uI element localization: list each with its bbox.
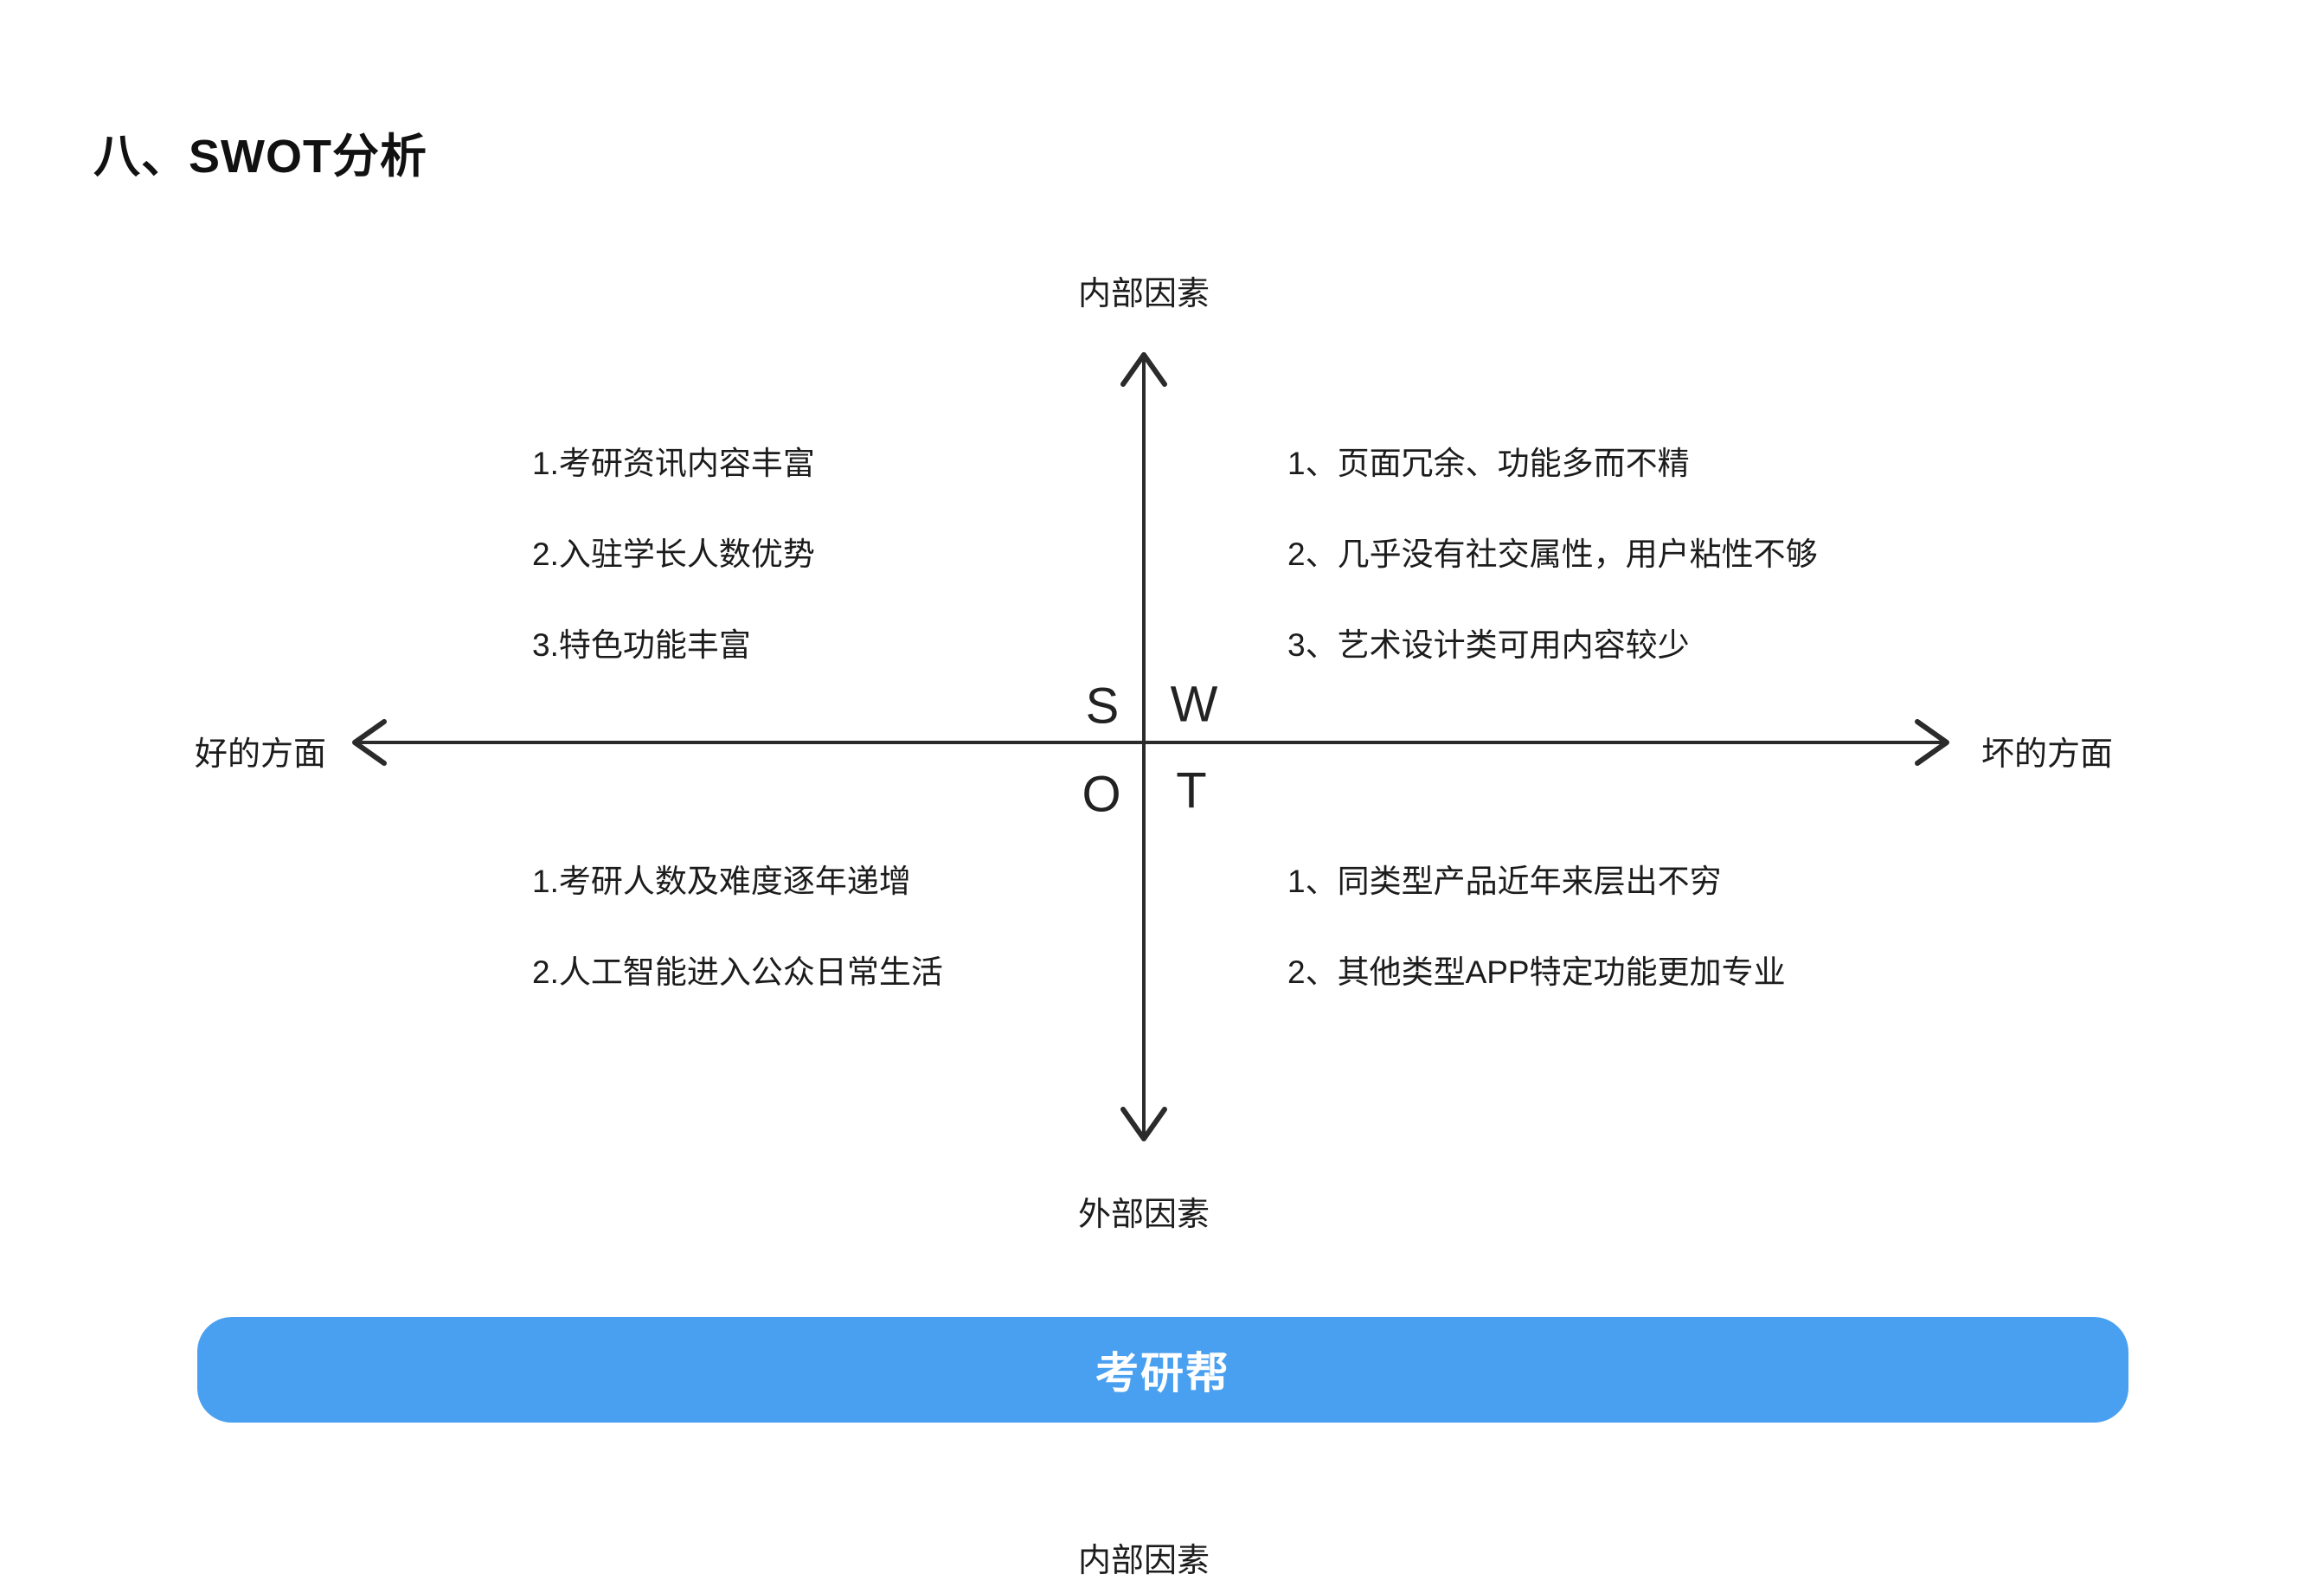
opportunities-list: 1.考研人数及难度逐年递增 2.人工智能进入公众日常生活 — [532, 864, 943, 991]
product-banner: 考研帮 — [197, 1317, 2128, 1423]
axis-label-external-factors-bottom: 外部因素 — [1077, 1197, 1210, 1233]
axis-label-good-aspects-left: 好的方面 — [195, 736, 327, 773]
page-title: 八、SWOT分析 — [93, 131, 427, 183]
quadrant-letter-t: T — [1176, 762, 1207, 819]
weaknesses-item: 1、页面冗余、功能多而不精 — [1287, 446, 1690, 481]
opportunities-item: 1.考研人数及难度逐年递增 — [532, 864, 911, 899]
quadrant-letter-o: O — [1082, 766, 1121, 823]
strengths-item: 1.考研资讯内容丰富 — [532, 446, 815, 481]
weaknesses-item: 2、几乎没有社交属性，用户粘性不够 — [1287, 536, 1818, 572]
product-banner-label: 考研帮 — [1095, 1349, 1230, 1397]
quadrant-letter-w: W — [1170, 676, 1218, 733]
arrow-up-icon — [1120, 352, 1167, 387]
weaknesses-item: 3、艺术设计类可用内容较少 — [1287, 627, 1690, 663]
next-section-heading: 内部因素 — [1077, 1543, 1210, 1579]
arrow-right-icon — [1915, 719, 1949, 766]
opportunities-item: 2.人工智能进入公众日常生活 — [532, 954, 943, 990]
arrow-left-icon — [352, 719, 387, 766]
quadrant-letter-s: S — [1085, 678, 1120, 735]
strengths-item: 2.入驻学长人数优势 — [532, 536, 815, 572]
threats-item: 2、其他类型APP特定功能更加专业 — [1287, 954, 1786, 990]
threats-list: 1、同类型产品近年来层出不穷 2、其他类型APP特定功能更加专业 — [1287, 864, 1786, 991]
strengths-item: 3.特色功能丰富 — [532, 627, 751, 663]
axis-label-internal-factors-top: 内部因素 — [1077, 276, 1210, 312]
strengths-list: 1.考研资讯内容丰富 2.入驻学长人数优势 3.特色功能丰富 — [532, 446, 815, 664]
threats-item: 1、同类型产品近年来层出不穷 — [1287, 864, 1722, 899]
axis-label-bad-aspects-right: 坏的方面 — [1981, 736, 2114, 773]
arrow-down-icon — [1120, 1107, 1167, 1141]
weaknesses-list: 1、页面冗余、功能多而不精 2、几乎没有社交属性，用户粘性不够 3、艺术设计类可… — [1287, 446, 1818, 664]
